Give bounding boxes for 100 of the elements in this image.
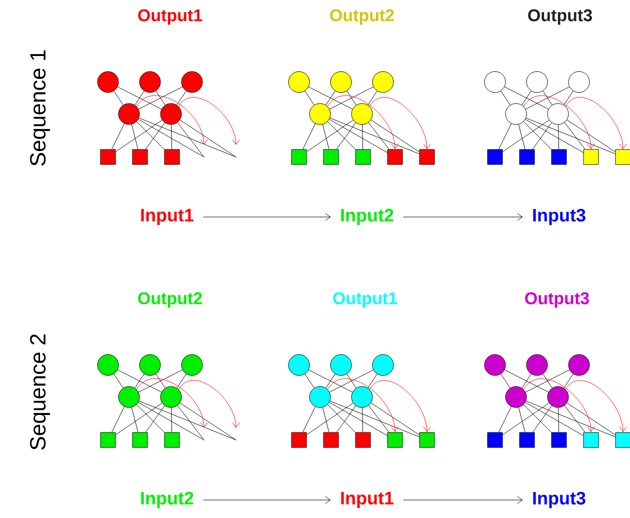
connection-line: [116, 402, 162, 435]
connection-line: [138, 86, 183, 110]
connection-line: [114, 90, 124, 106]
neuron-circle: [568, 354, 590, 376]
recurrent-arrow: [178, 380, 240, 428]
input-unit-square: [323, 149, 339, 165]
input-unit-square: [487, 149, 503, 165]
connection-line: [304, 90, 314, 106]
recurrent-arrow: [565, 97, 627, 150]
connection-line: [362, 407, 364, 432]
connection-line: [176, 90, 186, 106]
neuron-circle: [160, 386, 182, 408]
input-label: Input2: [341, 208, 394, 226]
input-unit-square: [519, 149, 535, 165]
connection-line: [532, 405, 552, 432]
connection-line: [558, 407, 560, 432]
input-unit-square: [291, 149, 307, 165]
input-unit-square: [323, 432, 339, 448]
connection-line: [136, 404, 164, 432]
input-unit-square: [132, 432, 148, 448]
neuron-circle: [97, 71, 119, 93]
neuron-circle: [139, 71, 161, 93]
input-unit-square: [100, 432, 116, 448]
neuron-circle: [288, 354, 310, 376]
connection-line: [306, 120, 354, 152]
connection-line: [368, 122, 390, 150]
neuron-circle: [484, 71, 506, 93]
output-label: Output3: [525, 292, 589, 308]
input-unit-square: [164, 432, 180, 448]
neuron-circle: [118, 103, 140, 125]
connection-line: [138, 119, 204, 157]
connection-line: [302, 123, 316, 150]
neuron-circle: [330, 71, 352, 93]
connection-line: [504, 86, 549, 110]
neuron-circle: [139, 354, 161, 376]
recurrent-arrow: [136, 378, 208, 428]
connection-line: [114, 374, 124, 388]
input-unit-square: [583, 149, 599, 165]
connection-line: [180, 120, 236, 157]
connection-line: [522, 90, 532, 106]
connection-line: [171, 124, 172, 150]
connection-line: [498, 123, 512, 150]
arrow: [202, 213, 331, 221]
connection-line: [500, 374, 510, 388]
neuron-circle: [547, 386, 569, 408]
connection-line: [523, 121, 552, 150]
neuron-circle: [351, 386, 373, 408]
connection-line: [138, 402, 204, 440]
connection-line: [112, 123, 125, 150]
connection-line: [138, 400, 236, 440]
connection-line: [525, 86, 570, 110]
connection-line: [304, 374, 314, 388]
connection-line: [370, 402, 420, 436]
output-label: Output2: [138, 292, 202, 308]
connection-line: [370, 120, 420, 152]
connection-line: [558, 124, 560, 150]
input-unit-square: [291, 432, 307, 448]
sequence-label: Sequence 1: [30, 50, 50, 166]
connection-line: [346, 90, 356, 106]
connection-line: [138, 118, 236, 158]
connection-line: [177, 122, 204, 157]
connection-line: [131, 124, 138, 150]
connection-line: [336, 122, 356, 150]
connection-line: [308, 86, 353, 110]
connection-line: [322, 407, 330, 432]
connection-line: [564, 405, 586, 432]
connection-line: [564, 374, 574, 388]
input-label: Input3: [533, 492, 586, 508]
connection-line: [542, 374, 552, 388]
recurrent-arrow: [178, 97, 240, 145]
recurrent-arrow: [327, 378, 399, 432]
connection-line: [542, 90, 552, 106]
output-label: Output1: [138, 9, 202, 25]
connection-line: [327, 404, 356, 432]
neuron-circle: [505, 103, 527, 125]
neuron-circle: [568, 71, 590, 93]
input-unit-square: [615, 432, 630, 448]
connection-line: [180, 402, 236, 440]
input-unit-square: [419, 149, 435, 165]
connection-line: [116, 120, 162, 152]
connection-line: [326, 90, 336, 106]
connection-line: [117, 86, 162, 110]
connection-line: [330, 400, 420, 438]
neuron-circle: [484, 354, 506, 376]
neuron-circle: [505, 386, 527, 408]
connection-line: [522, 374, 532, 388]
input-unit-square: [355, 149, 371, 165]
connection-line: [368, 405, 390, 432]
recurrent-arrow: [523, 378, 595, 432]
recurrent-arrow: [136, 95, 208, 145]
connection-line: [500, 90, 510, 106]
input-label: Input2: [141, 492, 194, 508]
connection-line: [329, 119, 388, 153]
input-unit-square: [551, 432, 567, 448]
neuron-circle: [526, 354, 548, 376]
arrow: [202, 496, 331, 504]
input-unit-square: [583, 432, 599, 448]
neuron-circle: [547, 103, 569, 125]
neuron-circle: [330, 354, 352, 376]
neuron-circle: [526, 71, 548, 93]
